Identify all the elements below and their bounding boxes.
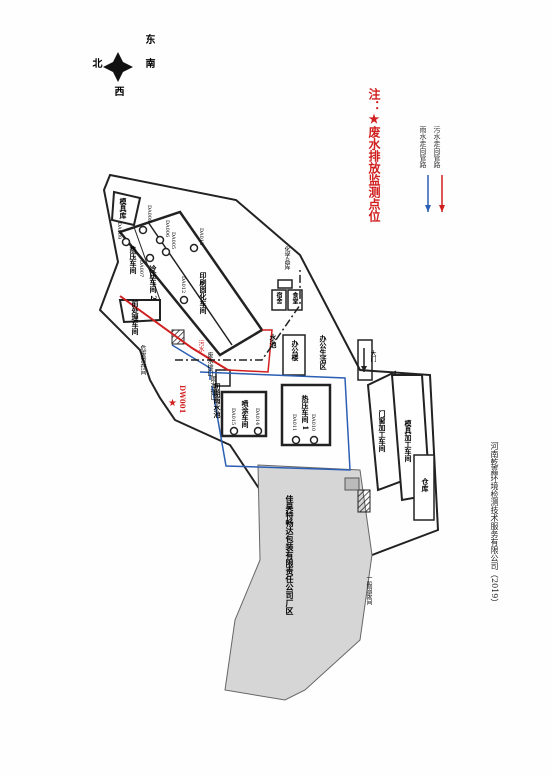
footer-text: 河南乾嘉环境检测技术服务有限公司（2019） [490,442,499,607]
label-primary-pool: 初期雨水池 [213,383,222,418]
gate-arrow-icon [361,366,367,372]
point-da012: DA012 [180,276,186,294]
sewage-pipe [119,295,229,371]
legend-sewage-arrow-icon [439,205,445,212]
road-line [175,270,301,361]
legend-title-star: ★ [367,112,381,126]
point-da012-marker [179,295,189,305]
building-gate [357,339,373,381]
point-da008: DA008 [146,205,152,223]
label-hot-press-1: 热压车间 1 [301,395,310,431]
building-warehouse [413,454,435,521]
point-da006-marker [155,235,165,245]
label-chem-storage: 化学品库 [283,246,290,270]
point-da005-marker [161,247,171,257]
compass-arrow-left-icon [103,62,113,72]
label-wastewater-outlet: 废水排口 [206,352,213,376]
legend-rain-arrow-icon [425,205,431,212]
legend-sewage-label: 污水走向管路 [433,126,441,168]
compass-arrow-up-icon [113,52,123,62]
point-da009-marker [121,237,131,247]
label-canteen: 食堂 [291,292,298,304]
legend-rain-label: 雨水走向管路 [419,126,427,168]
workshop-divider-2 [133,226,161,301]
building-mold-warehouse [110,190,142,227]
label-gate: 大门 [369,350,376,362]
label-office-living: 办公生活区 [319,335,328,370]
point-da008-marker [138,225,148,235]
building-chem-storage [277,279,293,289]
company-area [224,464,373,701]
rain-pipe-2 [171,344,211,380]
building-office [282,334,306,376]
label-tank: 水池 [269,334,278,348]
label-dorm: 宿舍 [275,292,282,304]
compass-east: 东 [143,34,154,44]
point-da015: DA015 [230,408,236,426]
label-hazard-storage: 危废暂存间 [139,345,146,375]
building-primary-pool [215,369,231,387]
legend-title-prefix: 注： [367,88,381,112]
compass-west: 西 [112,86,123,96]
label-spray-booth: 喷涂车间 [241,400,250,428]
label-warehouse: 仓库 [421,478,430,492]
point-da005: DA005 [170,232,176,250]
point-da010-marker [309,435,319,445]
compass-arrow-right-icon [123,62,133,72]
label-company-area: 佳昊特畅达包装有限责任公司厂区 [285,495,295,615]
label-mold-processing: 模具加工车间 [404,420,413,462]
label-rain-outlet: 雨水排口 [209,376,216,400]
label-pretreatment: 前处理车间 [131,300,140,335]
label-sewage: 污水 [197,340,204,352]
monitoring-points [121,225,319,445]
label-cold-press: 冷压车间 2 [149,265,158,301]
general-storage-box [357,489,371,513]
building-dorm [271,289,287,311]
compass-north: 北 [90,58,101,68]
label-printing-curing: 印刷固化车间 [199,272,208,314]
sewage-pipe-2 [227,329,273,373]
building-canteen [287,289,303,311]
point-da013: DA013 [198,228,204,246]
small-grey-block [344,477,360,491]
label-mold-warehouse: 模具库 [119,198,128,219]
legend-title: 注：★废水排放监测点位 [366,88,383,222]
legend-title-text: 废水排放监测点位 [367,126,381,222]
point-da009: DA009 [116,222,122,240]
point-da011: DA011 [291,414,297,432]
point-da010: DA010 [310,414,316,432]
compass-arrow-down-icon [113,72,123,82]
point-dw001: DW001 [178,385,187,414]
compass-rose [103,52,133,82]
label-hot-press: 热压车间 [129,246,138,274]
point-da014-marker [253,426,263,436]
label-door-processing: 门窗加工车间 [378,410,387,452]
point-da007: DA007 [138,260,144,278]
dw001-star: ★ [168,398,177,409]
building-hot-press-1 [280,383,332,447]
rain-pipe [199,371,351,471]
point-da014: DA014 [254,408,260,426]
compass-south: 南 [143,58,154,68]
point-da011-marker [291,435,301,445]
point-da015-marker [229,426,239,436]
point-da006: DA006 [164,220,170,238]
label-office: 办公楼 [291,340,300,361]
point-da013-marker [189,243,199,253]
point-da007-marker [145,253,155,263]
label-general-storage: 一般固废间 [365,575,372,605]
